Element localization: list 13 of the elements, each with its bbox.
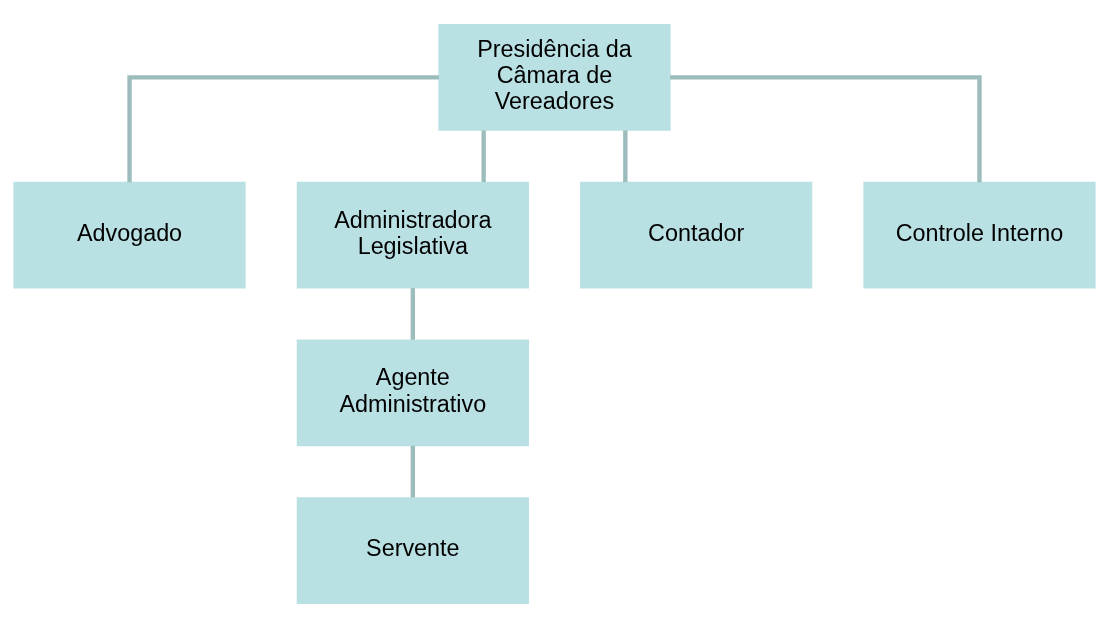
- connector: [127, 75, 439, 183]
- connector: [670, 75, 982, 183]
- node-box: Servente: [296, 497, 529, 604]
- node-box: Administradora Legislativa: [296, 181, 529, 289]
- node-box: Contador: [580, 181, 813, 289]
- connector: [623, 130, 628, 183]
- node-box: Controle Interno: [863, 181, 1096, 289]
- node-box: Agente Administrativo: [296, 339, 529, 447]
- connector: [481, 130, 486, 183]
- node-box: Presidência da Câmara de Vereadores: [438, 24, 671, 131]
- node-box: Advogado: [13, 181, 246, 289]
- connector: [410, 288, 416, 340]
- connector: [410, 445, 416, 498]
